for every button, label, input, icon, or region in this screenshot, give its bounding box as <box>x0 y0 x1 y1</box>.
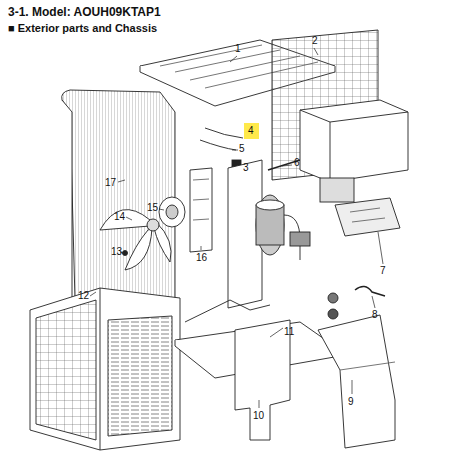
callout-number: 4 <box>248 125 254 136</box>
callout-number: 16 <box>196 252 207 263</box>
callout-number: 17 <box>105 177 116 188</box>
diagram-title: 3-1. Model: AOUH09KTAP1 <box>8 6 161 19</box>
callout-number: 13 <box>111 246 122 257</box>
callout-number: 10 <box>253 410 264 421</box>
callout-number: 7 <box>380 265 386 276</box>
callout-number: 9 <box>348 396 354 407</box>
section-heading: ■ Exterior parts and Chassis <box>8 22 157 34</box>
callout-number: 5 <box>239 143 245 154</box>
callout-number: 11 <box>284 326 294 337</box>
callout-number: 8 <box>372 309 378 320</box>
highlight <box>244 123 259 139</box>
callout-number: 15 <box>147 202 158 213</box>
callout-number: 3 <box>243 162 249 173</box>
callout-number: 14 <box>114 211 125 222</box>
callout-number: 6 <box>294 157 300 168</box>
callout-number: 2 <box>312 35 318 46</box>
callout-number: 12 <box>78 290 89 301</box>
callout-number: 1 <box>235 43 241 54</box>
